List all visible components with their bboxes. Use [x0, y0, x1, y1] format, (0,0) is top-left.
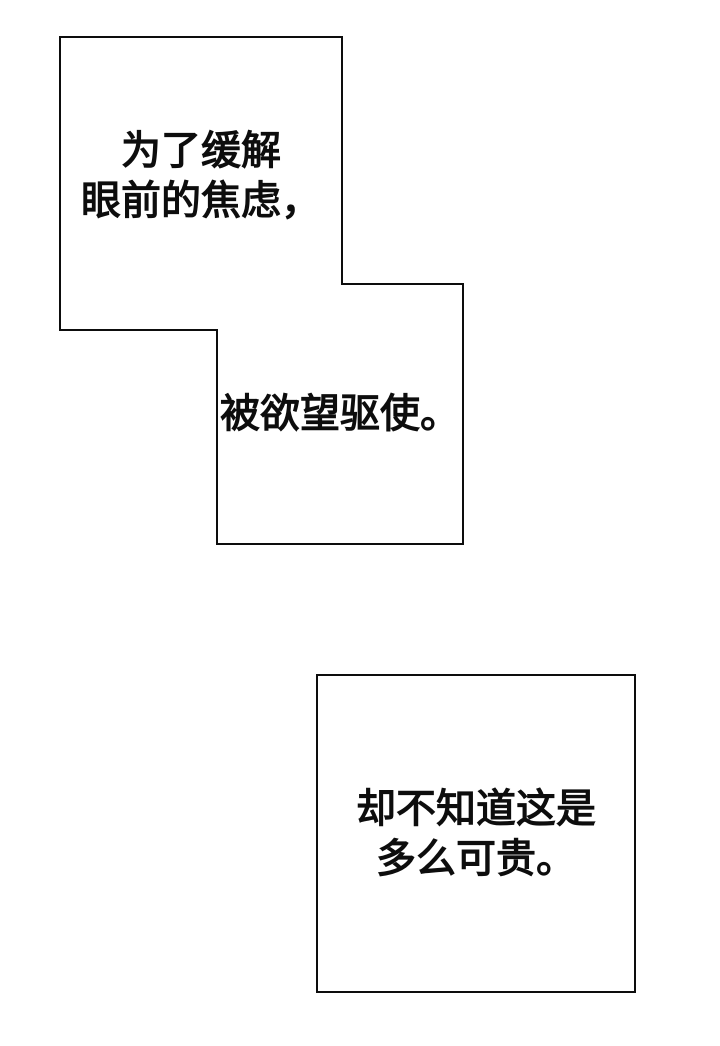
caption-box-middle: 被欲望驱使。 — [217, 284, 463, 544]
caption-line: 却不知道这是 — [356, 786, 596, 831]
caption-line: 被欲望驱使。 — [220, 392, 460, 436]
staircase-panel-shape — [59, 36, 464, 545]
caption-line: 为了缓解 — [121, 128, 281, 173]
caption-box-bottom: 却不知道这是 多么可贵。 — [316, 674, 636, 993]
staircase-panel-outline — [59, 36, 464, 545]
caption-line: 多么可贵。 — [376, 836, 576, 881]
caption-box-top: 为了缓解 眼前的焦虑， — [60, 37, 342, 330]
caption-line: 眼前的焦虑， — [81, 178, 321, 223]
